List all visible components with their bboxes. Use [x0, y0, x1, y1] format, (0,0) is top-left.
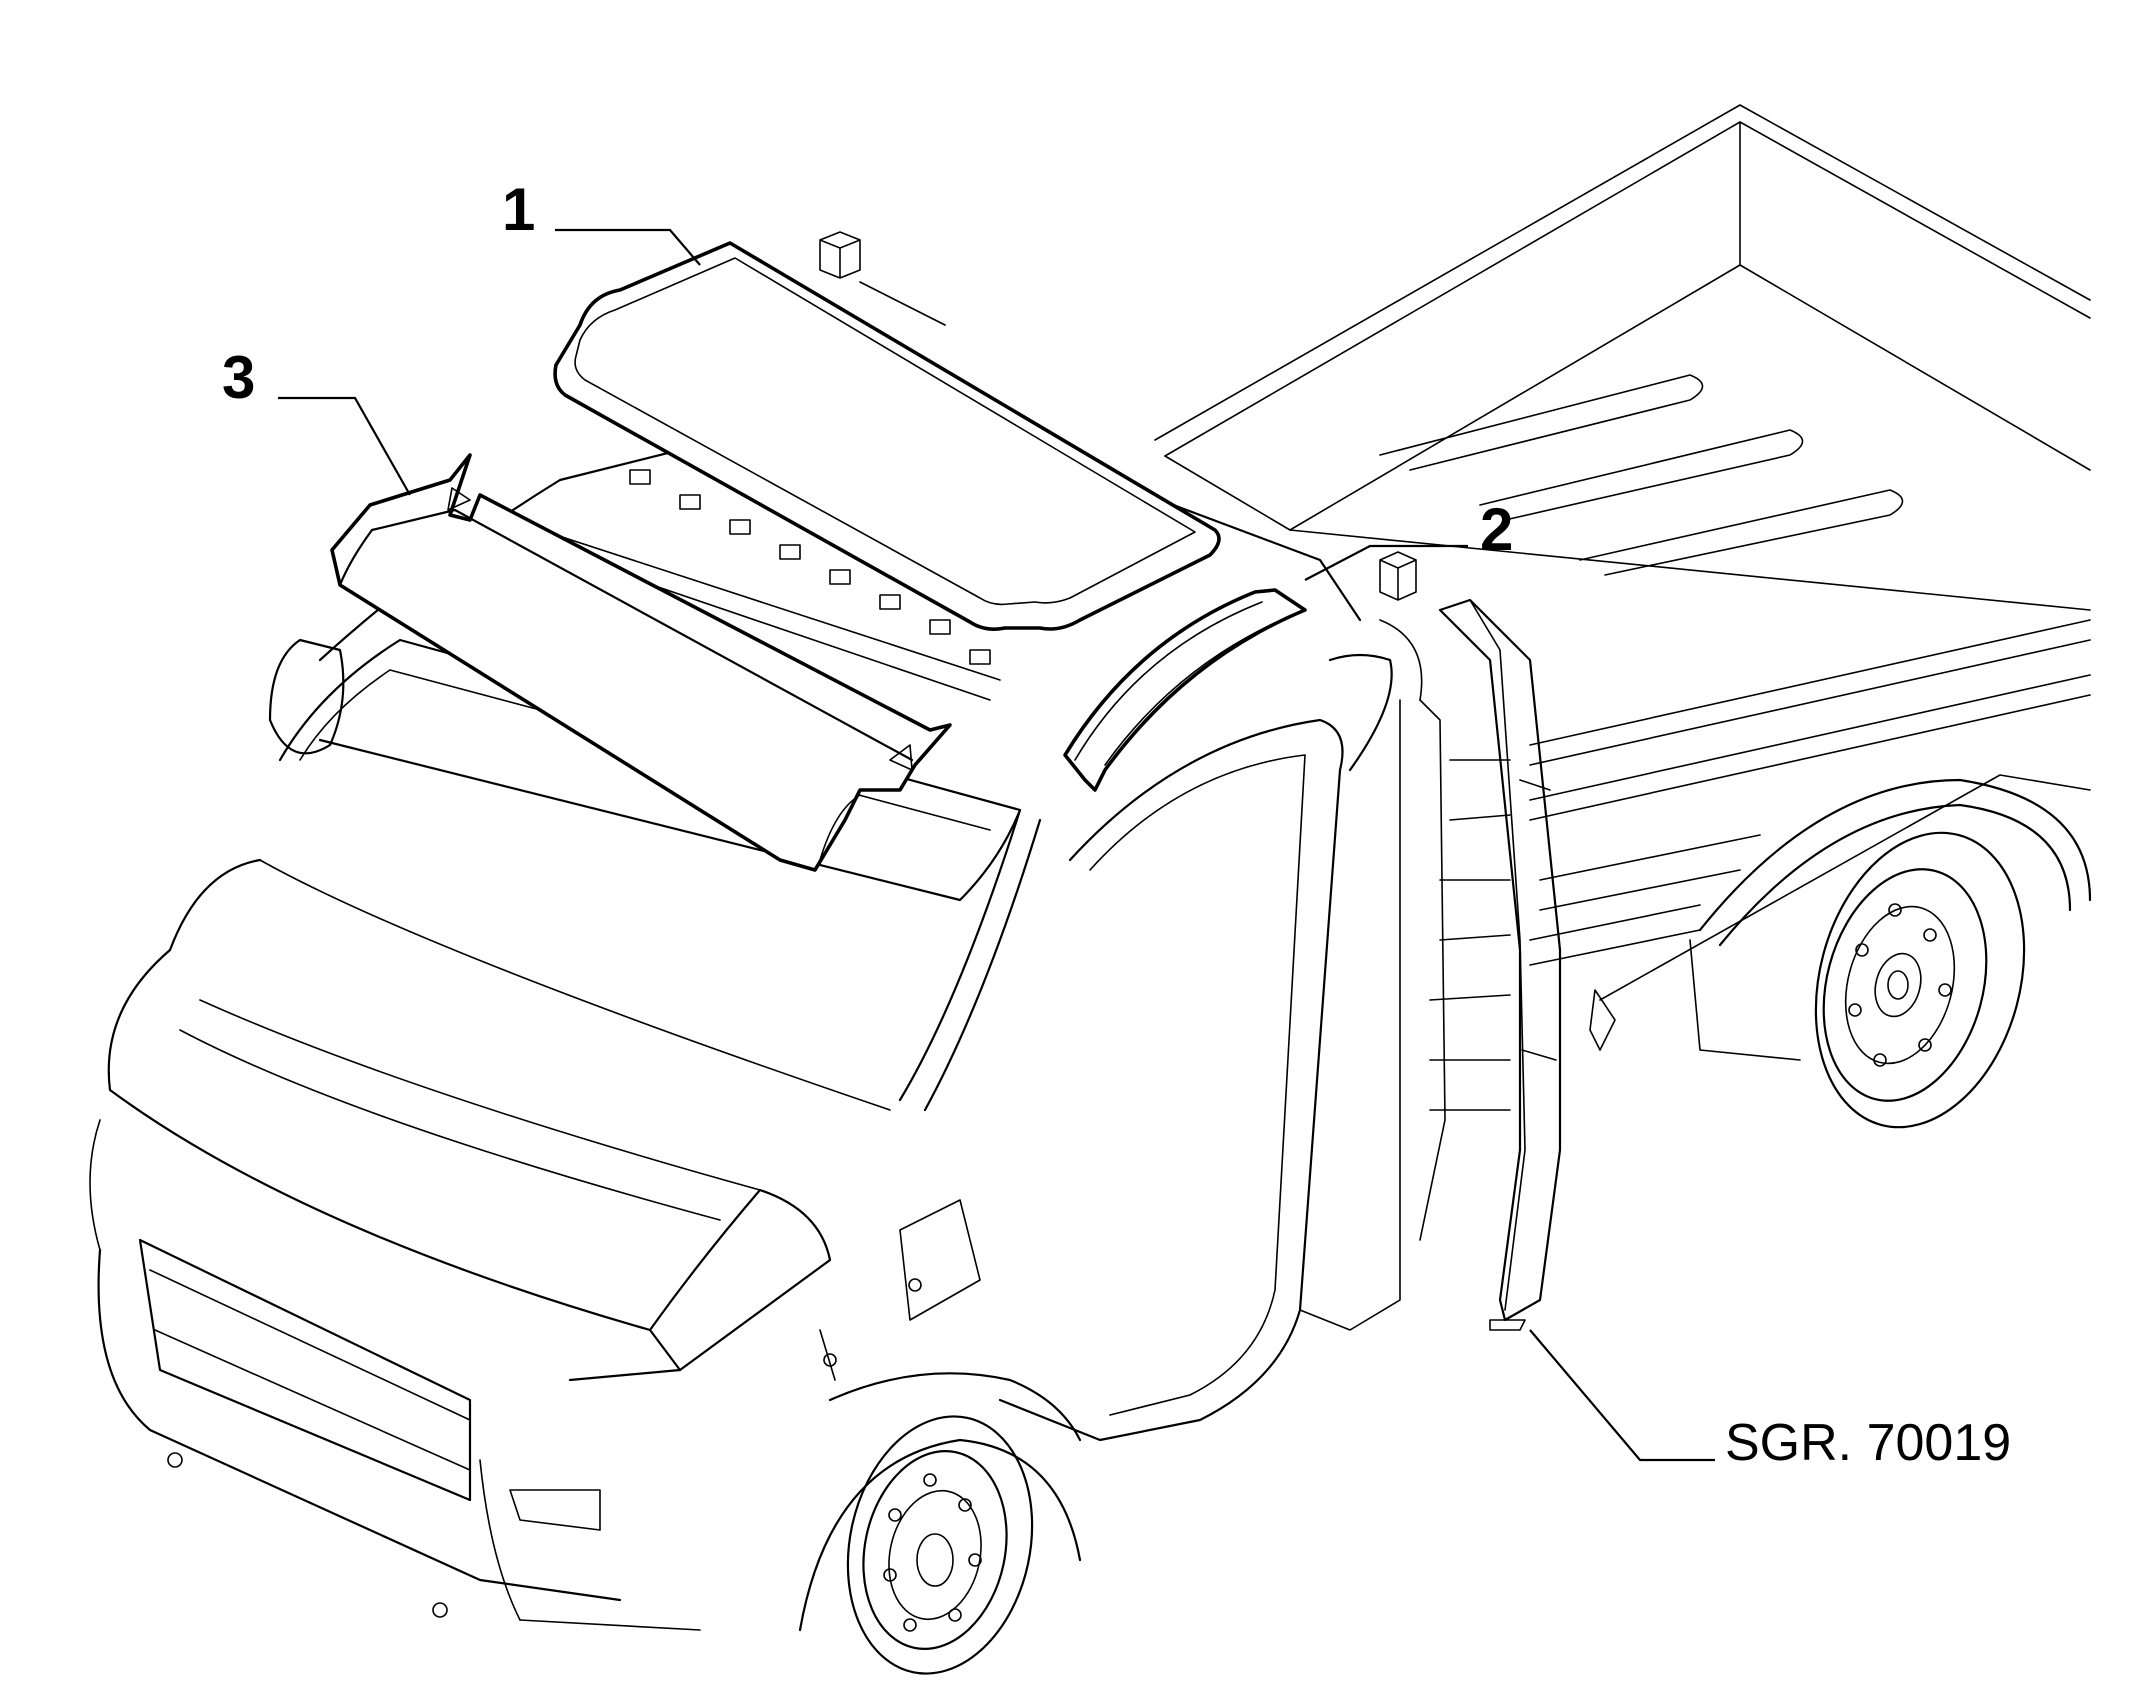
callout-2: 2	[1304, 496, 1513, 581]
roof-posts	[819, 231, 1417, 601]
cargo-bed	[1154, 104, 2092, 1061]
front-cross-member-part-3	[330, 453, 952, 872]
callout-1-label: 1	[502, 176, 535, 243]
side-rail-part-2	[1063, 588, 1307, 792]
roof-panel-part-1	[553, 241, 1221, 631]
rear-wheel	[1814, 831, 2026, 1129]
callout-3: 3	[222, 344, 411, 496]
callout-1: 1	[502, 176, 701, 266]
rear-cab-pillar	[1438, 598, 1616, 1331]
front-wheel	[846, 1415, 1034, 1675]
cab-body	[89, 418, 1362, 1632]
cab-door	[819, 619, 1511, 1442]
reference-label: SGR. 70019	[1725, 1414, 2011, 1472]
reference-callout: SGR. 70019	[1529, 1329, 2011, 1472]
callout-3-label: 3	[222, 344, 255, 411]
callout-2-label: 2	[1480, 496, 1513, 563]
